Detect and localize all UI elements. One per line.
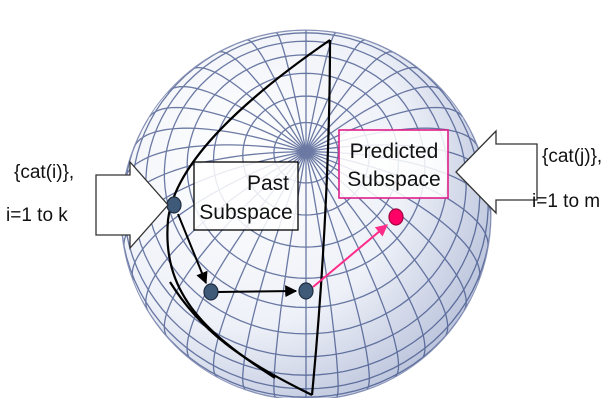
node-3 xyxy=(298,282,314,300)
past-box-line2: Subspace xyxy=(199,201,292,224)
right-input-line2: i=1 to m xyxy=(532,191,600,212)
predicted-box-line2: Subspace xyxy=(347,168,440,191)
arrow-node2-to-node3 xyxy=(217,285,298,298)
grid-line xyxy=(275,31,307,152)
arrow-node1-to-node2 xyxy=(177,213,208,285)
grid-line xyxy=(305,66,422,153)
grid-line xyxy=(163,40,449,309)
node-2 xyxy=(203,283,219,301)
right-input-line1: {cat(j)}, xyxy=(542,146,602,167)
predicted-subspace-box xyxy=(338,129,449,199)
predicted-node xyxy=(388,208,404,226)
grid-line xyxy=(305,85,446,153)
right-input-arrow xyxy=(455,129,538,215)
left-input-line2: i=1 to k xyxy=(6,205,68,226)
arrow-node3-to-predicted xyxy=(312,224,388,288)
grid-line xyxy=(121,208,491,390)
predicted-box-line1: Predicted xyxy=(350,140,439,163)
node-1 xyxy=(166,196,182,214)
past-box-line1: Past xyxy=(247,172,289,195)
grid-line xyxy=(166,85,307,153)
grid-line xyxy=(145,32,467,335)
path-center-meridian xyxy=(310,39,332,396)
grid-line xyxy=(148,106,307,153)
left-input-line1: {cat(i)}, xyxy=(14,162,74,183)
past-subspace-box xyxy=(193,161,299,231)
grid-line xyxy=(190,66,307,153)
grid-line xyxy=(131,30,481,358)
left-input-arrow xyxy=(95,160,169,250)
grid-line xyxy=(305,31,337,152)
path-bottom-arc xyxy=(169,281,313,396)
